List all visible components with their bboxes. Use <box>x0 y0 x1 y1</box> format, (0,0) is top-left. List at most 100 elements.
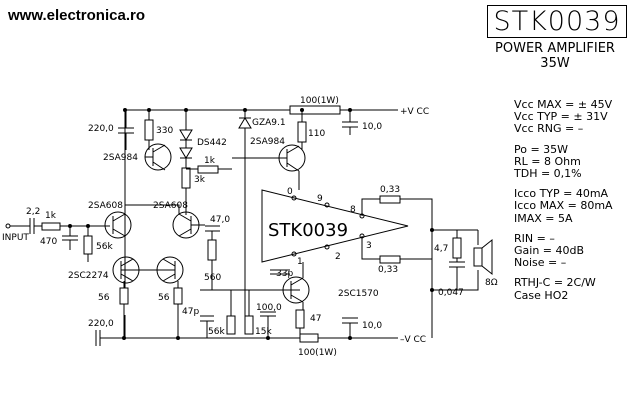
label-c470: 470 <box>40 237 57 247</box>
label-c100: 100,0 <box>256 303 282 313</box>
input-label: INPUT <box>2 233 29 243</box>
resistor-110 <box>297 121 307 143</box>
label-r56-b: 56 <box>158 293 170 303</box>
spec-tdh: TDH = 0,1% <box>514 167 582 181</box>
resistor-100-bot <box>299 333 319 343</box>
resistor-1k-mid <box>197 165 219 174</box>
zener-gza <box>238 117 252 129</box>
speaker-icon <box>473 247 483 267</box>
resistor-033-a <box>379 195 401 204</box>
label-q4: 2SA608 <box>153 201 188 211</box>
label-q5: 2SC2274 <box>68 271 109 281</box>
resistor-1k-in <box>41 222 61 231</box>
resistor-56k-b <box>226 315 236 335</box>
label-q3: 2SA608 <box>88 201 123 211</box>
label-c0047: 0,047 <box>438 288 464 298</box>
label-r15k: 15k <box>255 327 272 337</box>
cap-10-bot <box>342 317 358 338</box>
subtitle: POWER AMPLIFIER 35W <box>480 41 630 71</box>
label-r100-bot: 100(1W) <box>298 348 337 358</box>
pin-0: 0 <box>287 187 293 197</box>
spec-gain: Gain = 40dB <box>514 244 585 258</box>
pin-1: 1 <box>297 257 303 267</box>
spec-vcc-rng: Vcc RNG = – <box>514 122 584 136</box>
cap-47-0 <box>205 225 220 240</box>
label-r033-b: 0,33 <box>378 265 398 275</box>
label-d1: DS442 <box>197 138 227 148</box>
title-box: STK0039 <box>487 5 627 38</box>
resistor-56-a <box>119 287 129 305</box>
label-c47-0: 47,0 <box>210 215 230 225</box>
cap-100 <box>260 311 276 338</box>
label-r56k-b: 56k <box>208 327 225 337</box>
label-r56k-a: 56k <box>96 242 113 252</box>
cap-33p <box>270 269 290 275</box>
resistor-100-top <box>289 105 341 115</box>
label-r3k: 3k <box>194 175 206 185</box>
label-c47p: 47p <box>182 307 199 317</box>
pin-3: 3 <box>366 241 372 251</box>
diode-d2 <box>179 147 193 159</box>
resistor-560 <box>207 239 217 261</box>
supply-pos-label: +V CC <box>400 107 429 117</box>
spec-rthj: RTHJ-C = 2C/W <box>514 276 596 290</box>
supply-neg-label: –V CC <box>400 335 426 345</box>
spec-rl: RL = 8 Ohm <box>514 154 581 168</box>
label-c220-top: 220,0 <box>88 124 114 134</box>
site-url: www.electronica.ro <box>8 7 145 24</box>
cap-0047 <box>449 258 465 290</box>
pin-2: 2 <box>335 252 341 262</box>
resistor-15k <box>244 315 254 335</box>
subtitle-line-2: 35W <box>540 56 570 71</box>
subtitle-line-1: POWER AMPLIFIER <box>495 41 615 56</box>
cap-470 <box>62 226 78 250</box>
spec-case: Case HO2 <box>514 288 569 302</box>
label-r330: 330 <box>156 126 173 136</box>
cap-220-bot <box>95 330 125 346</box>
label-q1: 2SA984 <box>103 153 138 163</box>
label-r560: 560 <box>204 273 221 283</box>
diode-d1 <box>179 129 193 141</box>
spec-icco-max: Icco MAX = 80mA <box>514 199 613 213</box>
cap-220-top <box>118 110 134 150</box>
resistor-033-b <box>379 255 401 264</box>
pin-9: 9 <box>317 194 323 204</box>
label-r110: 110 <box>308 129 325 139</box>
speaker-label: 8Ω <box>485 278 498 288</box>
resistor-56-b <box>173 287 183 305</box>
resistor-47 <box>295 309 305 329</box>
resistor-56k-a <box>83 235 93 255</box>
pin-8: 8 <box>350 205 356 215</box>
spec-icco-typ: Icco TYP = 40mA <box>514 187 609 201</box>
spec-imax: IMAX = 5A <box>514 211 573 225</box>
label-c10-bot: 10,0 <box>362 321 382 331</box>
transistor-q3 <box>104 211 132 239</box>
spec-vcc-typ: Vcc TYP = ± 31V <box>514 110 608 124</box>
spec-list: Vcc MAX = ± 45V Vcc TYP = ± 31V Vcc RNG … <box>514 98 613 302</box>
label-c10-top: 10,0 <box>362 122 382 132</box>
spec-noise: Noise = – <box>514 256 567 270</box>
label-r47-out: 4,7 <box>434 244 448 254</box>
label-c33p: 33p <box>276 269 293 279</box>
label-r47: 47 <box>310 314 321 324</box>
cap-47p <box>200 315 214 338</box>
spec-rin: RIN = – <box>514 231 555 245</box>
chip-triangle <box>261 189 409 263</box>
spec-po: Po = 35W <box>514 142 569 156</box>
label-r1k-in: 1k <box>45 211 57 221</box>
label-q2: 2SA984 <box>250 137 285 147</box>
resistor-47-out <box>452 237 462 259</box>
chip-label: STK0039 <box>268 220 348 241</box>
label-r033-a: 0,33 <box>380 185 400 195</box>
spec-vcc-max: Vcc MAX = ± 45V <box>514 98 613 111</box>
label-c220-bot: 220,0 <box>88 319 114 329</box>
resistor-3k <box>181 167 191 189</box>
cap-22 <box>29 218 35 234</box>
label-q6: 2SC1570 <box>338 289 379 299</box>
label-c22: 2,2 <box>26 207 40 217</box>
label-r56-a: 56 <box>98 293 110 303</box>
resistor-330 <box>144 119 154 141</box>
label-z1: GZA9.1 <box>252 118 286 128</box>
